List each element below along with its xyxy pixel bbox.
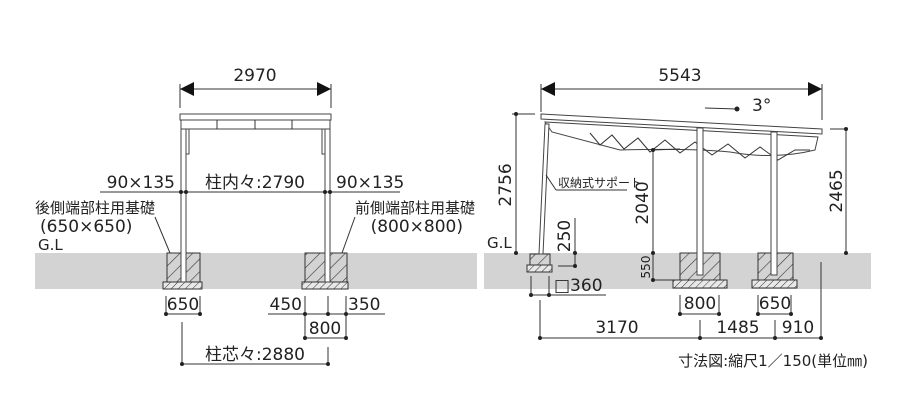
front-footing-base [301, 281, 349, 290]
dim-length-total: 5543 [658, 66, 701, 86]
dim-span-mid: 1485 [716, 318, 759, 338]
support-footing-base [526, 264, 553, 273]
dim-post-size-left: 90×135 [107, 173, 175, 193]
roof-side [540, 113, 823, 135]
dim-front-offset-left: 450 [270, 295, 302, 315]
dim-support-depth: 250 [555, 220, 575, 252]
dim-width-total: 2970 [233, 66, 276, 86]
scale-caption: 寸法図:縮尺1／150(単位㎜) [678, 352, 868, 370]
post-left [180, 119, 187, 283]
dim-post-inner: 柱内々:2790 [205, 173, 305, 193]
truss-beam [544, 121, 819, 157]
dim-footing-depth: 550 [639, 256, 653, 279]
mid-post [696, 127, 704, 276]
dim-clearance: 2040 [633, 181, 653, 224]
rear-footing-base [162, 281, 203, 290]
ground-band [35, 253, 477, 289]
rear-foundation-size: (650×650) [40, 217, 132, 237]
dim-footing-front: 650 [759, 294, 791, 314]
front-foundation-size: (800×800) [371, 217, 463, 237]
dim-support-base: □360 [554, 276, 603, 296]
slope-label: 3° [752, 96, 771, 116]
front-foundation-label: 前側端部柱用基礎 [355, 199, 475, 217]
post-right [324, 119, 331, 283]
support-footing [529, 253, 551, 266]
rear-foundation-label: 後側端部柱用基礎 [35, 199, 155, 217]
dim-height-front: 2465 [827, 169, 847, 212]
dim-span-rear: 3170 [595, 318, 638, 338]
front-footing-base-side [751, 279, 798, 289]
dim-post-size-right: 90×135 [336, 173, 404, 193]
dim-overhang: 910 [782, 318, 814, 338]
support-label: 収納式サポート [558, 176, 642, 190]
dim-front-footing: 800 [309, 319, 341, 339]
ground-level-label-side: G.L [487, 234, 512, 252]
dim-post-center: 柱芯々:2880 [205, 345, 305, 365]
ground-level-label: G.L [38, 236, 63, 254]
dim-height-rear: 2756 [496, 163, 516, 206]
retractable-support [538, 123, 550, 255]
dim-front-offset-right: 350 [348, 295, 380, 315]
roof [179, 113, 332, 121]
dim-footing-mid: 800 [684, 294, 716, 314]
mid-footing-base [672, 279, 728, 289]
front-post [770, 131, 778, 276]
side-view: 5543 3° 2756 G.L 収納式サポート 2040 550 250 24… [484, 66, 871, 340]
dim-rear-footing: 650 [167, 295, 199, 315]
front-view: 2970 90×135 柱内々:2790 90×135 後側端部柱用基礎 (65… [35, 66, 477, 366]
